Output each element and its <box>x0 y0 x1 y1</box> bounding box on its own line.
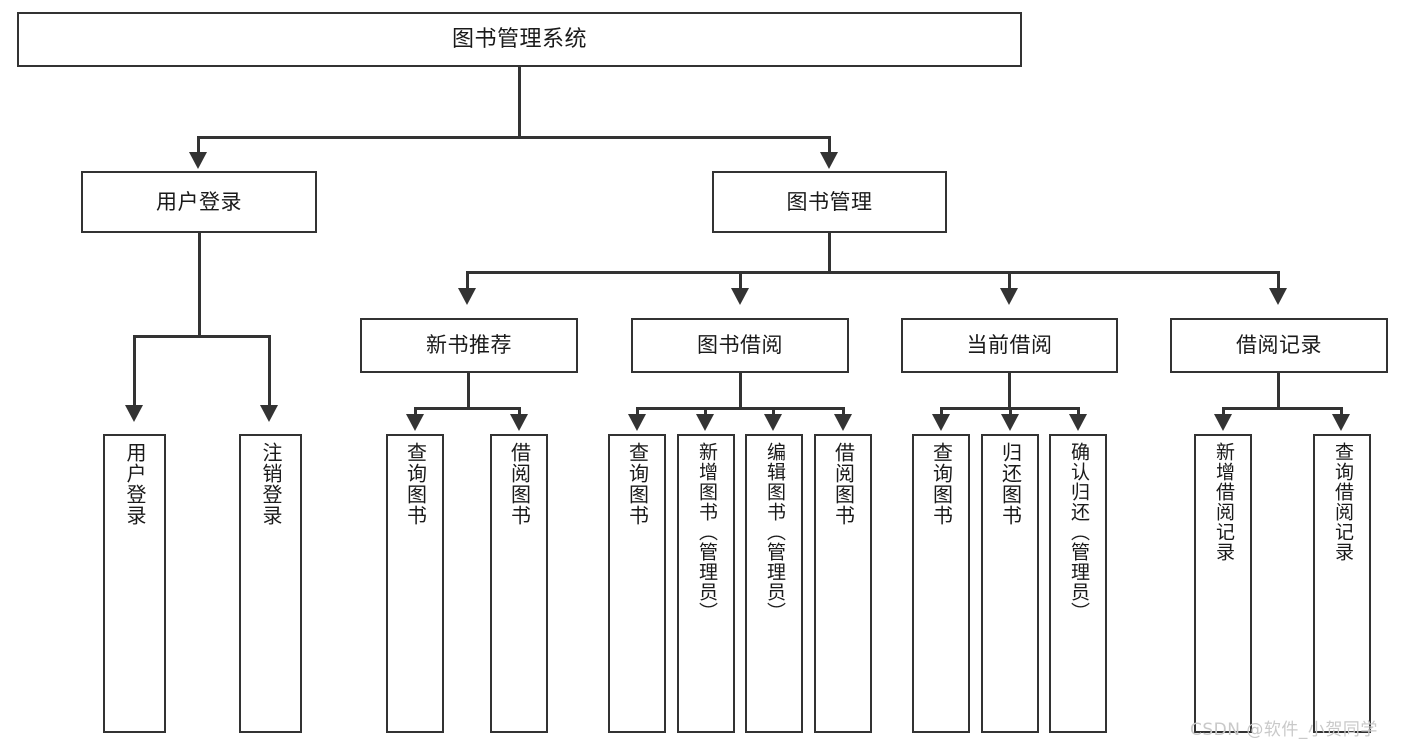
arrowhead-leaf-edit-book <box>764 414 782 431</box>
node-label: 图书管理系统 <box>451 26 587 52</box>
connector-drop-current-borrow <box>1008 271 1011 291</box>
node-label: 图书借阅 <box>697 333 783 358</box>
node-current-borrow[interactable]: 当前借阅 <box>901 318 1118 373</box>
node-label: 借阅图书 <box>507 442 532 526</box>
node-leaf-query-book-1[interactable]: 查询图书 <box>386 434 444 733</box>
connector-level2-bus <box>197 136 831 139</box>
node-label: 编辑图书（管理员） <box>763 442 786 622</box>
arrowhead-leaf-query-book-3 <box>932 414 950 431</box>
node-label: 查询图书 <box>403 442 428 526</box>
node-leaf-return-book[interactable]: 归还图书 <box>981 434 1039 733</box>
node-label: 查询借阅记录 <box>1331 442 1354 562</box>
arrowhead-book-borrow <box>731 288 749 305</box>
node-label: 当前借阅 <box>966 333 1053 358</box>
connector-current-borrow-stem <box>1008 373 1011 410</box>
arrowhead-leaf-return-book <box>1001 414 1019 431</box>
node-leaf-confirm-return[interactable]: 确认归还（管理员） <box>1049 434 1107 733</box>
arrowhead-new-book-recommend <box>458 288 476 305</box>
node-label: 注销登录 <box>259 442 283 526</box>
node-label: 查询图书 <box>929 442 954 526</box>
node-label: 用户登录 <box>123 442 147 526</box>
node-leaf-edit-book[interactable]: 编辑图书（管理员） <box>745 434 803 733</box>
connector-book-borrow-stem <box>739 373 742 410</box>
connector-drop-book-manage <box>828 136 831 156</box>
connector-level3-bus <box>466 271 1280 274</box>
connector-drop-book-borrow <box>739 271 742 291</box>
node-new-book-recommend[interactable]: 新书推荐 <box>360 318 578 373</box>
connector-borrow-record-stem <box>1277 373 1280 410</box>
node-root-system[interactable]: 图书管理系统 <box>17 12 1022 67</box>
node-leaf-user-logout[interactable]: 注销登录 <box>239 434 302 733</box>
node-book-manage[interactable]: 图书管理 <box>712 171 947 233</box>
node-borrow-record[interactable]: 借阅记录 <box>1170 318 1388 373</box>
node-label: 归还图书 <box>998 442 1023 526</box>
node-leaf-query-book-3[interactable]: 查询图书 <box>912 434 970 733</box>
arrowhead-leaf-borrow-book-1 <box>510 414 528 431</box>
arrowhead-leaf-add-book <box>696 414 714 431</box>
node-leaf-borrow-book-1[interactable]: 借阅图书 <box>490 434 548 733</box>
connector-drop-new-book-recommend <box>466 271 469 291</box>
connector-drop-leaf-user-logout <box>268 335 271 408</box>
arrowhead-leaf-query-record <box>1332 414 1350 431</box>
connector-user-login-stem <box>198 233 201 337</box>
node-label: 借阅记录 <box>1236 333 1322 358</box>
arrowhead-leaf-query-book-1 <box>406 414 424 431</box>
node-label: 图书管理 <box>786 189 873 214</box>
arrowhead-leaf-confirm-return <box>1069 414 1087 431</box>
node-label: 确认归还（管理员） <box>1067 442 1090 622</box>
connector-book-borrow-bus <box>636 407 845 410</box>
arrowhead-book-manage <box>820 152 838 169</box>
connector-book-manage-stem <box>828 233 831 274</box>
node-user-login[interactable]: 用户登录 <box>81 171 317 233</box>
connector-drop-leaf-user-login <box>133 335 136 408</box>
connector-drop-user-login <box>197 136 200 156</box>
node-label: 新书推荐 <box>426 333 512 358</box>
arrowhead-leaf-user-login <box>125 405 143 422</box>
node-label: 新增借阅记录 <box>1212 442 1235 562</box>
arrowhead-current-borrow <box>1000 288 1018 305</box>
arrowhead-leaf-borrow-book-2 <box>834 414 852 431</box>
connector-new-book-recommend-bus <box>414 407 521 410</box>
node-leaf-add-record[interactable]: 新增借阅记录 <box>1194 434 1252 733</box>
node-leaf-add-book[interactable]: 新增图书（管理员） <box>677 434 735 733</box>
arrowhead-leaf-query-book-2 <box>628 414 646 431</box>
node-label: 用户登录 <box>156 189 242 214</box>
arrowhead-leaf-user-logout <box>260 405 278 422</box>
arrowhead-user-login <box>189 152 207 169</box>
node-label: 新增图书（管理员） <box>695 442 718 622</box>
connector-new-book-recommend-stem <box>467 373 470 410</box>
connector-user-login-bus <box>133 335 270 338</box>
node-leaf-query-record[interactable]: 查询借阅记录 <box>1313 434 1371 733</box>
connector-drop-borrow-record <box>1277 271 1280 291</box>
node-leaf-user-login[interactable]: 用户登录 <box>103 434 166 733</box>
node-label: 借阅图书 <box>831 442 856 526</box>
node-book-borrow[interactable]: 图书借阅 <box>631 318 849 373</box>
node-leaf-borrow-book-2[interactable]: 借阅图书 <box>814 434 872 733</box>
connector-root-stem <box>518 67 521 138</box>
node-leaf-query-book-2[interactable]: 查询图书 <box>608 434 666 733</box>
arrowhead-leaf-add-record <box>1214 414 1232 431</box>
arrowhead-borrow-record <box>1269 288 1287 305</box>
node-label: 查询图书 <box>625 442 650 526</box>
connector-borrow-record-bus <box>1222 407 1343 410</box>
